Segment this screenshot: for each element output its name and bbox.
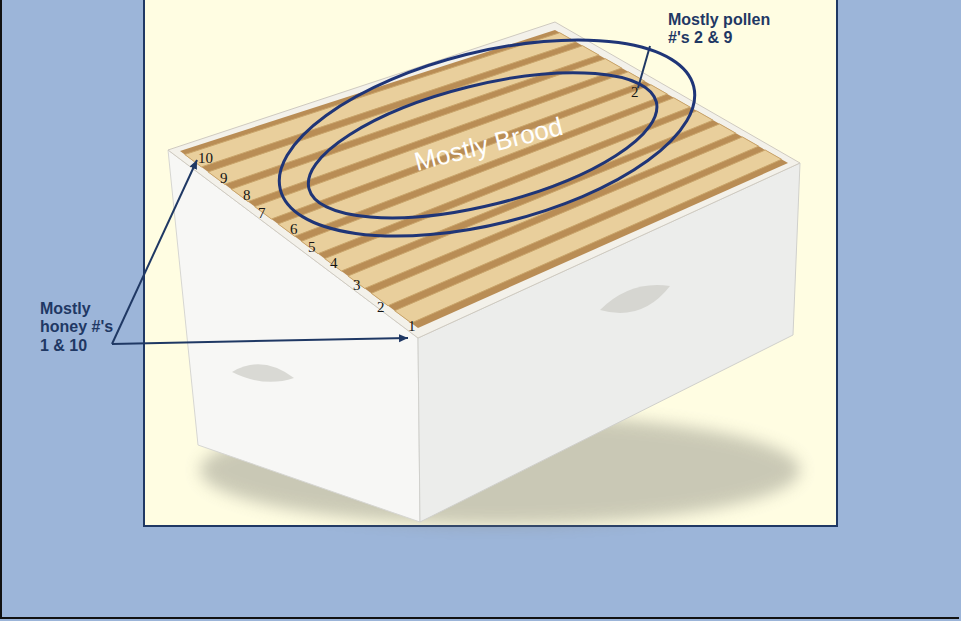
frame-number: 8 <box>243 187 251 204</box>
handle-recess <box>232 364 294 382</box>
handle-recess <box>600 285 670 313</box>
leader-arrow <box>112 160 197 344</box>
frame-number: 10 <box>198 150 213 167</box>
frame-bars <box>185 33 782 323</box>
zone-label: Mostly Brood <box>276 77 701 211</box>
frame-number: 4 <box>330 255 338 272</box>
frame-number: 7 <box>258 205 266 222</box>
frame-number: 3 <box>353 277 361 294</box>
callout-note: Mostly honey #'s 1 & 10 <box>40 300 125 355</box>
frame-number: 9 <box>220 170 228 187</box>
frame-number: 2 <box>377 299 385 316</box>
leader-line <box>638 46 650 88</box>
box-rim <box>168 22 800 338</box>
outer-ellipse <box>260 3 715 273</box>
leader-arrow <box>112 338 408 344</box>
frame-number: 1 <box>408 318 416 335</box>
frame-top-bar <box>395 150 782 323</box>
frame-number: 5 <box>308 239 316 256</box>
frame-number: 6 <box>290 221 298 238</box>
brood-ellipse: Mostly Brood <box>257 1 717 276</box>
frame-number: 2 <box>631 84 639 101</box>
callout-note: Mostly pollen #'s 2 & 9 <box>668 11 788 48</box>
frame-gaps <box>180 30 788 328</box>
